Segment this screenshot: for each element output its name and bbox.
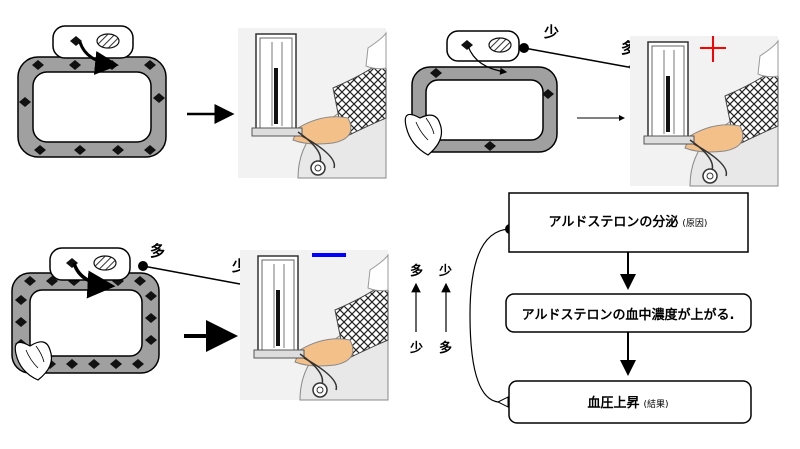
label-few: 少 (543, 23, 559, 41)
sphygmomanometer-icon (237, 27, 387, 179)
flow-box-cause-label: アルドステロンの分泌 (549, 214, 679, 230)
panel-bottom-left: 多 少 (11, 242, 389, 401)
legend-bottom-few: 少 (409, 340, 423, 356)
gland-icon (446, 30, 520, 62)
secretion-arrow (78, 41, 119, 75)
feedback-lever (142, 265, 241, 285)
svg-text:血圧上昇(結果): 血圧上昇 (結果) (587, 395, 668, 411)
minus-icon (312, 253, 346, 257)
legend-arrows: 多 少 少 多 (409, 263, 452, 356)
panel-top-right: 少 多 (404, 23, 779, 187)
secretion-arrow (467, 45, 508, 75)
sphygmomanometer-icon (239, 249, 389, 401)
flow-box-result-note: (結果) (643, 398, 668, 410)
legend-top-many: 多 (410, 263, 423, 279)
flow-box-cause-note: (原因) (682, 218, 707, 229)
flow-box-level-label: アルドステロンの血中濃度が上がる. (522, 307, 735, 323)
panel-top-left (17, 25, 387, 179)
secretion-arrow (72, 262, 116, 299)
legend-bottom-many: 多 (439, 340, 452, 356)
vessel-loop (411, 66, 558, 153)
feedback-lever (523, 47, 629, 68)
vessel-loop (17, 56, 167, 158)
plus-icon (700, 36, 726, 62)
flow-box-result-label: 血圧上昇 (587, 395, 639, 411)
flow-box-result: 血圧上昇 (結果) (508, 380, 752, 424)
gland-icon (49, 247, 131, 281)
feedback-curve (469, 228, 511, 403)
legend-top-few: 少 (438, 263, 452, 279)
flowchart: アルドステロンの分泌(原因) アルドステロンの血中濃度が上がる. 血圧上昇 (結果… (469, 192, 752, 424)
flow-box-cause: アルドステロンの分泌(原因) (508, 192, 749, 253)
gland-icon (52, 25, 134, 59)
heart-icon (14, 341, 53, 381)
flow-box-level: アルドステロンの血中濃度が上がる. (505, 293, 752, 333)
svg-text:アルドステロンの分泌(原因): アルドステロンの分泌(原因) (549, 214, 708, 230)
label-many: 多 (150, 242, 165, 260)
sphygmomanometer-icon (629, 35, 779, 187)
heart-icon (404, 113, 443, 156)
